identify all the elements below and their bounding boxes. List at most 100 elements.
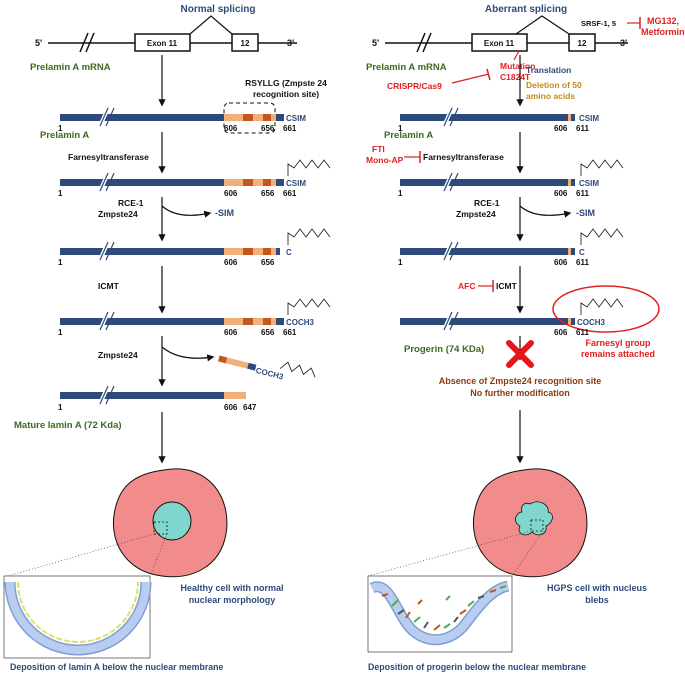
left-icmt: ICMT [98, 281, 120, 291]
left-deposition: Deposition of lamin A below the nuclear … [10, 662, 224, 672]
row2-tail: CSIM [286, 179, 306, 188]
lamin-inset [3, 575, 152, 659]
mature-lamin-label: Mature lamin A (72 Kda) [14, 420, 122, 431]
row4-n4: 661 [283, 328, 297, 337]
farnesyl-line2: remains attached [581, 349, 655, 359]
row3-tail: C [286, 248, 292, 257]
left-prelamin-label: Prelamin A [40, 130, 89, 141]
row5-n3: 647 [243, 403, 257, 412]
r-row2-n1: 1 [398, 189, 403, 198]
left-minus-sim: -SIM [215, 208, 234, 218]
r-row3-n3: 611 [576, 258, 589, 267]
left-row-1: CSIM 1 606 656 661 [58, 107, 306, 133]
fti-label: FTI [372, 144, 385, 154]
exon12-label: 12 [241, 39, 250, 48]
row2-n3: 656 [261, 189, 275, 198]
blocked-x-icon [506, 340, 534, 368]
hgps-cell [472, 468, 588, 578]
right-row-2: CSIM 1 606 611 [398, 159, 624, 198]
r-row3-tail: C [579, 248, 585, 257]
three-prime: 3' [287, 38, 294, 48]
blebbed-nucleus [515, 501, 553, 536]
r-row1-tail: CSIM [579, 114, 599, 123]
row4-n3: 656 [261, 328, 275, 337]
deletion-line1: Deletion of 50 [526, 80, 582, 90]
farnesyl-group [287, 159, 331, 176]
progerin-aggregates [381, 585, 507, 631]
row3-n1: 1 [58, 258, 63, 267]
row4-tail: COCH3 [286, 318, 315, 327]
right-zmpste24: Zmpste24 [456, 209, 496, 219]
row4-n2: 606 [224, 328, 238, 337]
left-mrna-gene: Exon 11 12 5' 3' [35, 15, 297, 53]
lamin-a-layer [17, 581, 139, 643]
right-icmt: ICMT [496, 281, 518, 291]
r-row1-n3: 611 [576, 124, 589, 133]
exon11-box [134, 33, 191, 52]
absence-line2: No further modification [470, 388, 570, 398]
row1-n4: 661 [283, 124, 297, 133]
hgps-line1: HGPS cell with nucleus [547, 583, 647, 593]
r-row4-n2: 606 [554, 328, 568, 337]
row5-n1: 1 [58, 403, 63, 412]
left-zmpste24: Zmpste24 [98, 209, 138, 219]
right-prelamin-label: Prelamin A [384, 130, 433, 141]
right-three-prime: 3' [620, 38, 627, 48]
right-minus-sim: -SIM [576, 208, 595, 218]
r-row3-n1: 1 [398, 258, 403, 267]
healthy-line2: nuclear morphology [189, 595, 276, 605]
row2-n2: 606 [224, 189, 238, 198]
r-row2-n2: 606 [554, 189, 568, 198]
r-row1-n2: 606 [554, 124, 568, 133]
deletion-line2: amino acids [526, 91, 575, 101]
r-row2-n3: 611 [576, 189, 589, 198]
left-row-3: C 1 606 656 [58, 228, 331, 267]
right-farnesyltransferase: Farnesyltransferase [423, 152, 504, 162]
farnesyl-line1: Farnesyl group [585, 338, 651, 348]
right-panel: Aberrant splicing Exon 11 12 5' 3' SRSF-… [366, 4, 685, 672]
mg132-label: MG132, [647, 16, 679, 26]
r-row3-n2: 606 [554, 258, 568, 267]
right-exon12: 12 [578, 39, 587, 48]
monoap-label: Mono-AP [366, 155, 404, 165]
row2-n1: 1 [58, 189, 63, 198]
srsf-label: SRSF-1, 5 [581, 19, 616, 28]
r-row2-tail: CSIM [579, 179, 599, 188]
metformin-label: Metformin [641, 27, 685, 37]
absence-line1: Absence of Zmpste24 recognition site [439, 376, 602, 386]
right-row-1: CSIM 1 606 611 [398, 107, 599, 133]
splice-junction [189, 15, 233, 35]
left-rce1: RCE-1 [118, 198, 144, 208]
row1-n2: 606 [224, 124, 238, 133]
row1-tail: CSIM [286, 114, 306, 123]
right-exon11: Exon 11 [484, 39, 515, 48]
right-five-prime: 5' [372, 38, 379, 48]
rsyllg-line1: RSYLLG (Zmpste 24 [245, 78, 327, 88]
r-row4-tail: COCH3 [577, 318, 606, 327]
left-title: Normal splicing [180, 4, 255, 15]
left-mrna-label: Prelamin A mRNA [30, 62, 111, 73]
row4-n1: 1 [58, 328, 63, 337]
five-prime: 5' [35, 38, 42, 48]
farnesyl-highlight-ellipse [552, 285, 660, 333]
row2-n4: 661 [283, 189, 297, 198]
row3-n2: 606 [224, 258, 238, 267]
left-zmpste24-2: Zmpste24 [98, 350, 138, 360]
row3-n3: 656 [261, 258, 275, 267]
left-panel: Normal splicing Exon 11 12 5' 3' Prelami… [3, 4, 331, 672]
left-row-2: CSIM 1 606 656 661 [58, 159, 331, 198]
afc-label: AFC [458, 281, 475, 291]
right-deposition: Deposition of progerin below the nuclear… [368, 662, 586, 672]
translation-label: Translation [526, 65, 571, 75]
r-row1-n1: 1 [398, 124, 403, 133]
left-farnesyltransferase: Farnesyltransferase [68, 152, 149, 162]
left-row-4: COCH3 1 606 656 661 [58, 298, 331, 337]
right-rce1: RCE-1 [474, 198, 500, 208]
exon11-label: Exon 11 [147, 39, 178, 48]
row1-n1: 1 [58, 124, 63, 133]
exon12-box [231, 33, 259, 52]
r-row4-n3: 611 [576, 328, 589, 337]
healthy-line1: Healthy cell with normal [180, 583, 283, 593]
right-row-4: COCH3 606 611 [400, 285, 660, 337]
